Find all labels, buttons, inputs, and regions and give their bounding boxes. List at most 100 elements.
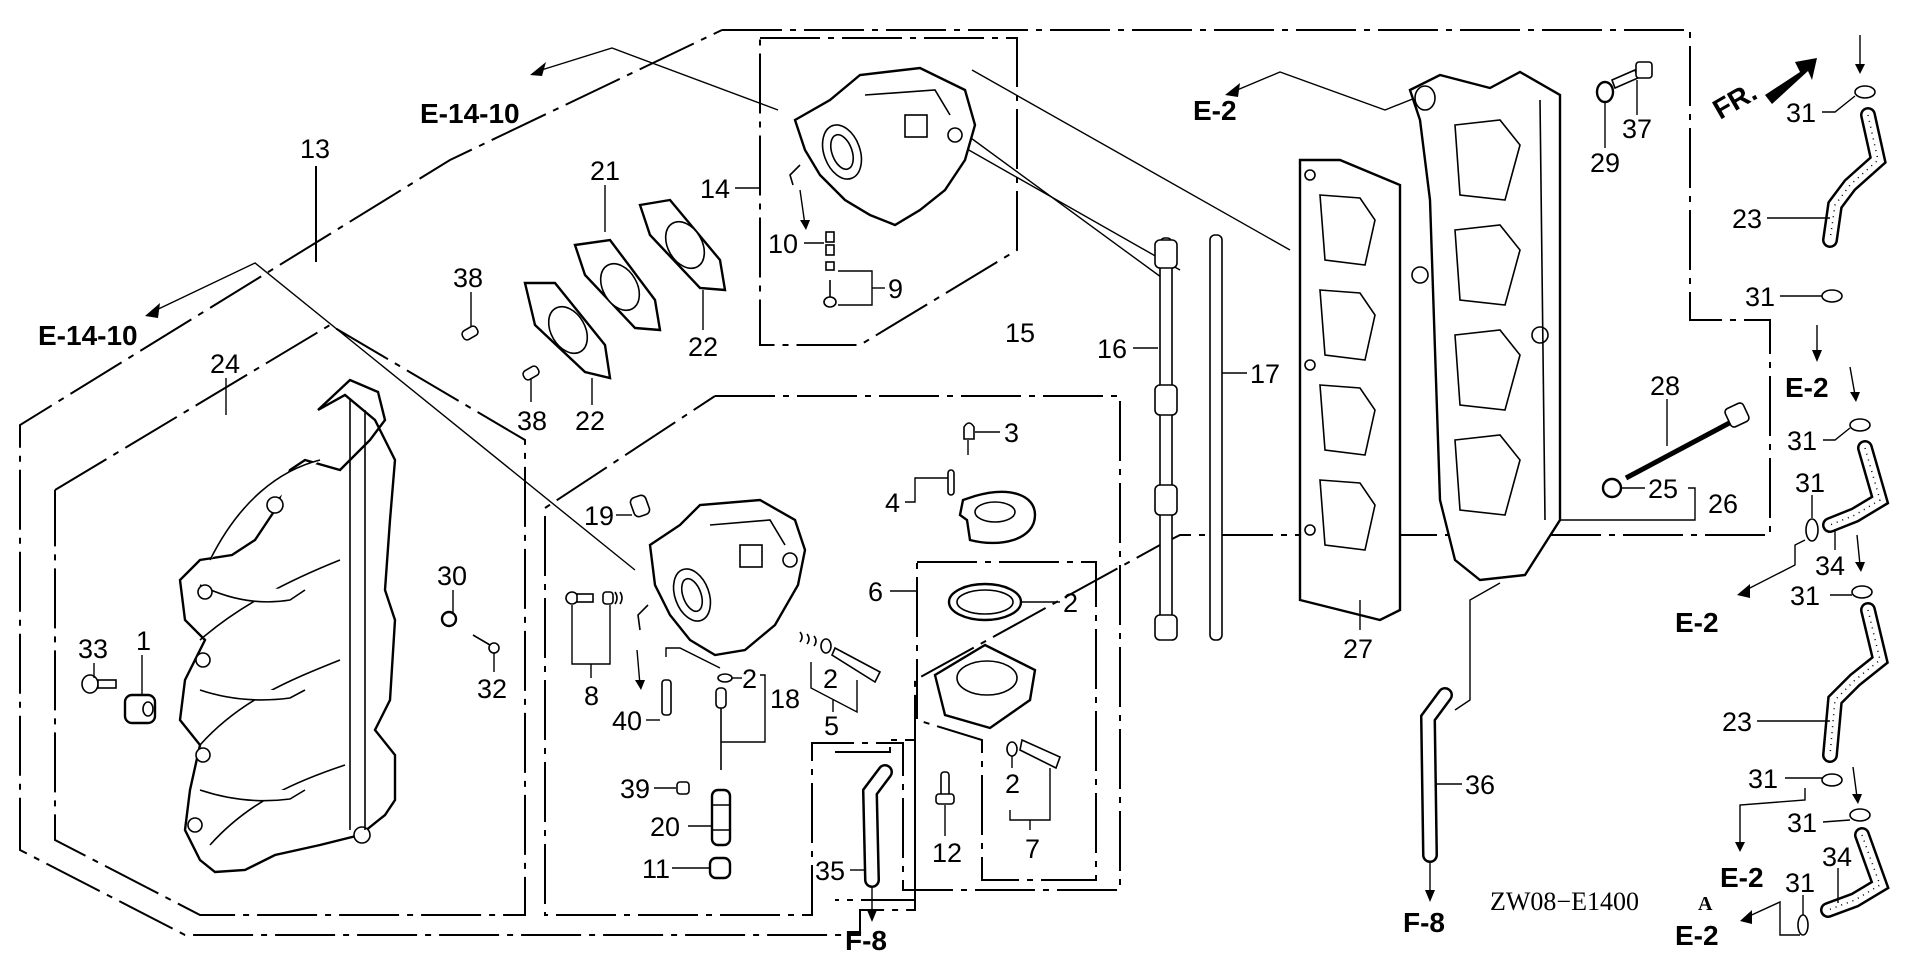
callout-4[interactable]: 4 xyxy=(885,488,900,518)
callout-1[interactable]: 1 xyxy=(136,626,151,656)
float-chamber xyxy=(933,643,1037,730)
group-outline-24 xyxy=(54,323,526,916)
callout-33[interactable]: 33 xyxy=(78,634,108,664)
arrow-e2-top xyxy=(1225,83,1240,97)
callout-37[interactable]: 37 xyxy=(1622,114,1652,144)
arrow-top-4-head xyxy=(1852,794,1862,804)
callout-2-c[interactable]: 2 xyxy=(1005,769,1020,799)
ref-e2-right-4[interactable]: E-2 xyxy=(1675,920,1719,951)
ref-e14-10-left[interactable]: E-14-10 xyxy=(38,320,138,351)
group-outline-15 xyxy=(544,395,1121,916)
ref-f8-right[interactable]: F-8 xyxy=(1403,907,1445,938)
callout-19[interactable]: 19 xyxy=(584,501,614,531)
tube-20 xyxy=(710,788,732,847)
ref-f8-left[interactable]: F-8 xyxy=(845,925,887,956)
callout-12[interactable]: 12 xyxy=(932,838,962,868)
ref-e2-right-2[interactable]: E-2 xyxy=(1675,607,1719,638)
arrow-top-1-head xyxy=(1855,64,1865,74)
callout-22-left[interactable]: 22 xyxy=(575,406,605,436)
callout-2-d[interactable]: 2 xyxy=(823,664,838,694)
callout-21[interactable]: 21 xyxy=(590,156,620,186)
callout-26[interactable]: 26 xyxy=(1708,489,1738,519)
callout-31-f[interactable]: 31 xyxy=(1748,764,1778,794)
leader-14-16 xyxy=(959,129,1166,281)
leader-e14-left xyxy=(149,262,636,571)
arrow-10-head xyxy=(800,220,810,230)
callout-34-b[interactable]: 34 xyxy=(1822,842,1852,872)
callout-30[interactable]: 30 xyxy=(437,561,467,591)
leader-e14-top xyxy=(534,47,779,111)
callout-6[interactable]: 6 xyxy=(868,577,883,607)
callout-31-a[interactable]: 31 xyxy=(1786,98,1816,128)
callout-9[interactable]: 9 xyxy=(888,274,903,304)
callout-5[interactable]: 5 xyxy=(824,711,839,741)
callout-23-b[interactable]: 23 xyxy=(1722,707,1752,737)
arrow-top-2-head xyxy=(1850,392,1860,402)
group-outline-13 xyxy=(19,29,1771,936)
callout-31-d[interactable]: 31 xyxy=(1795,468,1825,498)
callout-40[interactable]: 40 xyxy=(612,706,642,736)
callout-24[interactable]: 24 xyxy=(210,349,240,379)
callout-38-bottom[interactable]: 38 xyxy=(517,406,547,436)
clamp-31-d xyxy=(1805,518,1819,542)
callout-27[interactable]: 27 xyxy=(1343,634,1373,664)
callout-14[interactable]: 14 xyxy=(700,174,730,204)
jet-40 xyxy=(661,679,672,716)
callout-16[interactable]: 16 xyxy=(1097,334,1127,364)
intake-manifold xyxy=(178,378,397,874)
callout-22-right[interactable]: 22 xyxy=(688,332,718,362)
callout-13[interactable]: 13 xyxy=(300,134,330,164)
arrow-e2-r2-head xyxy=(1737,584,1750,598)
group-outline-14 xyxy=(759,37,1018,346)
ref-e2-top[interactable]: E-2 xyxy=(1193,95,1237,126)
clamp-31-b xyxy=(1821,289,1843,303)
callout-28[interactable]: 28 xyxy=(1650,371,1680,401)
callout-2-b[interactable]: 2 xyxy=(1063,588,1078,618)
leader-31-g xyxy=(1822,819,1851,823)
plug-11 xyxy=(708,856,732,880)
ref-e14-10-top[interactable]: E-14-10 xyxy=(420,98,520,129)
callout-36[interactable]: 36 xyxy=(1465,770,1495,800)
callout-25[interactable]: 25 xyxy=(1648,474,1678,504)
washer-2-a xyxy=(717,673,733,683)
dowel-38-top xyxy=(461,325,479,341)
washer-2-c xyxy=(1006,741,1018,757)
clamp-31-g xyxy=(1849,808,1871,822)
ref-e2-right-1[interactable]: E-2 xyxy=(1785,372,1829,403)
gasket-22-right xyxy=(638,198,727,292)
callout-7[interactable]: 7 xyxy=(1025,834,1040,864)
hose-34-top-dots xyxy=(1829,447,1881,526)
callout-3[interactable]: 3 xyxy=(1004,418,1019,448)
callout-39[interactable]: 39 xyxy=(620,774,650,804)
leader-14-17 xyxy=(959,144,1181,271)
callout-2-a[interactable]: 2 xyxy=(742,664,757,694)
arrow-top-3 xyxy=(1856,534,1861,566)
callout-18[interactable]: 18 xyxy=(770,684,800,714)
leader-9 xyxy=(838,270,873,306)
spring-10 xyxy=(823,231,837,308)
callout-11[interactable]: 11 xyxy=(642,854,670,884)
callout-17[interactable]: 17 xyxy=(1250,359,1280,389)
gasket-21 xyxy=(573,238,662,332)
callout-31-c[interactable]: 31 xyxy=(1787,426,1817,456)
leader-8 xyxy=(571,605,611,665)
callout-31-g[interactable]: 31 xyxy=(1787,808,1817,838)
callout-32[interactable]: 32 xyxy=(477,674,507,704)
ref-e2-right-3[interactable]: E-2 xyxy=(1720,862,1764,893)
callout-29[interactable]: 29 xyxy=(1590,148,1620,178)
arrow-40 xyxy=(636,649,641,686)
bolt-37 xyxy=(1610,61,1653,90)
callout-31-b[interactable]: 31 xyxy=(1745,282,1775,312)
callout-15[interactable]: 15 xyxy=(1005,318,1035,348)
callout-31-e[interactable]: 31 xyxy=(1790,581,1820,611)
callout-20[interactable]: 20 xyxy=(650,812,680,842)
callout-8[interactable]: 8 xyxy=(584,681,599,711)
callout-38-top[interactable]: 38 xyxy=(453,263,483,293)
callout-35[interactable]: 35 xyxy=(815,856,845,886)
gasket-17 xyxy=(1209,234,1223,641)
callout-10[interactable]: 10 xyxy=(768,229,798,259)
callout-31-h[interactable]: 31 xyxy=(1785,868,1815,898)
callout-23-a[interactable]: 23 xyxy=(1732,204,1762,234)
pipe-35-inner xyxy=(864,766,891,886)
callout-34-a[interactable]: 34 xyxy=(1815,551,1845,581)
